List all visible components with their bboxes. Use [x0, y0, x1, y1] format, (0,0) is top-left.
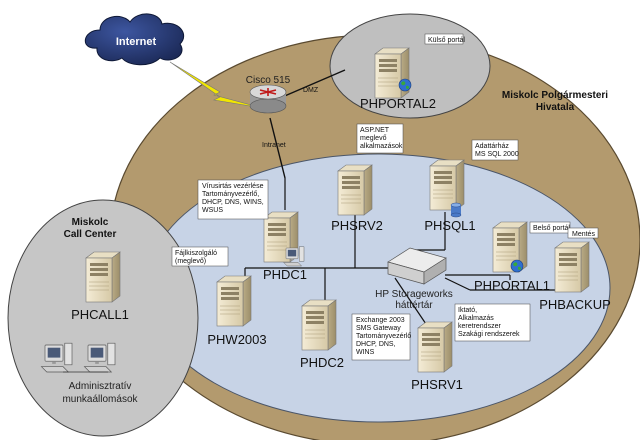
main-site-title-line1: Miskolc Polgármesteri [502, 90, 608, 101]
phw2003-note: Fájlkiszolgáló (meglevő) [175, 250, 219, 265]
phdc2-server-icon [301, 299, 337, 351]
phw2003-server-icon [216, 275, 252, 327]
database-icon [450, 202, 462, 218]
internet-label: Internet [116, 36, 157, 48]
phportal1-note-box [529, 221, 571, 234]
call-center-title-line2: Call Center [64, 229, 117, 240]
intranet-link [269, 117, 286, 179]
phsrv1-note: Iktató, Alkalmazás keretrendszer Szakági… [458, 307, 520, 338]
phsql1-server-icon [429, 159, 465, 211]
phbackup-note: Mentés [572, 231, 595, 238]
dmz-label: DMZ [303, 87, 319, 94]
phsql1-note: Adattárház MS SQL 2000 [475, 143, 519, 158]
phsql1-name: PHSQL1 [424, 218, 475, 233]
phsrv1-note-line: keretrendszer [458, 323, 501, 330]
phportal1-note: Belső portál [533, 225, 570, 232]
workstations-label-line1: Adminisztratív [69, 381, 132, 392]
phsql1-note-line: MS SQL 2000 [475, 151, 519, 158]
phsrv2-note-line: meglevő [360, 135, 387, 142]
phdc2-name: PHDC2 [300, 355, 344, 370]
phw2003-note-line: (meglevő) [175, 258, 206, 265]
phdc1-note-line: Vírusirtás vezérlése [202, 183, 264, 190]
intranet-label: Intranet [262, 142, 286, 149]
phdc1-name: PHDC1 [263, 267, 307, 282]
phsrv2-server-icon [337, 164, 373, 216]
phsrv1-server-icon [417, 321, 453, 373]
phw2003-note-box [171, 246, 229, 267]
phdc2-note-box [351, 313, 411, 361]
phsrv2-name: PHSRV2 [331, 218, 383, 233]
phsrv1-name: PHSRV1 [411, 377, 463, 392]
main-site-title-line2: Hivatala [536, 102, 575, 113]
storage-label-line2: háttértár [395, 300, 433, 311]
phsrv2-note-line: ASP.NET [360, 127, 390, 134]
internet-cloud [84, 13, 185, 66]
phportal1-globe-icon [510, 259, 524, 273]
phdc1-note-line: DHCP, DNS, WINS, [202, 199, 264, 206]
phdc1-note-line: WSUS [202, 207, 223, 214]
phdc2-note: Exchange 2003 SMS Gateway Tartományvezér… [356, 317, 413, 356]
phsrv1-note-box [454, 303, 531, 342]
phdc2-note-line: SMS Gateway [356, 325, 401, 332]
phdc2-note-line: Tartományvezérlő [356, 333, 411, 340]
call-center-title-line1: Miskolc [72, 217, 109, 228]
call-center-zone [7, 199, 199, 437]
phdc1-note-line: Tartományvezérlő, [202, 191, 259, 198]
phportal2-note: Külső portál [428, 37, 465, 44]
phdc2-note-line: Exchange 2003 [356, 317, 405, 324]
storage-icon [387, 247, 447, 285]
dmz-link [279, 69, 346, 99]
phcall1-server-icon [85, 251, 121, 303]
phsrv2-note-line: alkalmazások [360, 143, 403, 150]
phdc2-note-line: WINS [356, 349, 375, 356]
workstations-label-line2: munkaállomások [62, 394, 138, 405]
phsql1-note-line: Adattárház [475, 143, 509, 150]
phdc1-note-box [197, 179, 269, 220]
phsrv2-note-box [356, 123, 404, 154]
phportal1-name: PHPORTAL1 [474, 278, 550, 293]
phbackup-note-box [567, 227, 599, 239]
phsql1-note-box [471, 139, 519, 161]
phsrv1-note-line: Iktató, [458, 307, 477, 314]
phw2003-name: PHW2003 [207, 332, 266, 347]
phdc1-note: Vírusirtás vezérlése Tartományvezérlő, D… [202, 183, 266, 214]
storage-label-line1: HP Storageworks [375, 289, 453, 300]
phsrv1-note-line: Szakági rendszerek [458, 331, 520, 338]
phportal2-name: PHPORTAL2 [360, 96, 436, 111]
lan-connections [244, 178, 560, 331]
phsrv1-note-line: Alkalmazás [458, 315, 494, 322]
phportal2-globe-icon [398, 78, 412, 92]
router-label: Cisco 515 [246, 75, 291, 86]
router-icon [249, 84, 287, 114]
phw2003-note-line: Fájlkiszolgáló [175, 250, 217, 257]
phcall1-name: PHCALL1 [71, 307, 129, 322]
phbackup-server-icon [554, 241, 590, 293]
phsrv2-note: ASP.NET meglevő alkalmazások [360, 127, 403, 150]
phportal2-note-box [424, 33, 464, 45]
phdc2-note-line: DHCP, DNS, [356, 341, 396, 348]
phbackup-name: PHBACKUP [539, 297, 611, 312]
